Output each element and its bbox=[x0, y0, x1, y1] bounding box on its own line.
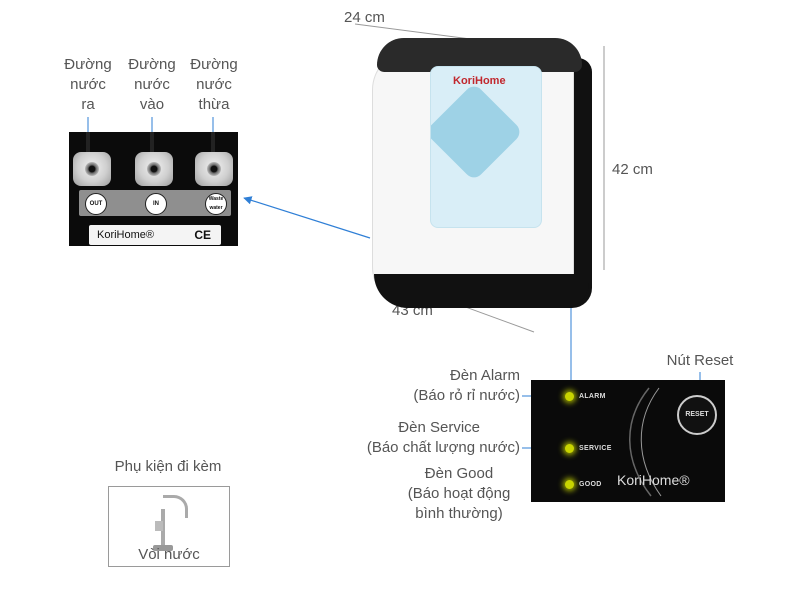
panel-swoosh bbox=[629, 387, 662, 497]
outlet-label: Đường nước ra bbox=[64, 56, 112, 113]
in-badge: IN bbox=[145, 193, 167, 215]
good-desc-line1: (Báo hoạt động bbox=[407, 485, 511, 502]
machine-front-label: KoriHome bbox=[430, 66, 542, 228]
inlet-port-icon bbox=[135, 152, 173, 186]
control-panel-photo: ALARM SERVICE GOOD RESET KoriHome® bbox=[531, 380, 725, 502]
waste-badge: Waste water bbox=[205, 193, 227, 215]
back-panel-pointer bbox=[243, 196, 371, 239]
faucet-spout-icon bbox=[163, 495, 188, 518]
reset-button[interactable]: RESET bbox=[677, 395, 717, 435]
alarm-panel-text: ALARM bbox=[579, 393, 606, 400]
back-logo-plate: KoriHome® CE bbox=[89, 225, 221, 245]
port-plate: OUT IN Waste water bbox=[79, 190, 231, 216]
faucet-handle-icon bbox=[155, 521, 163, 531]
alarm-title: Đèn Alarm bbox=[449, 367, 520, 384]
back-panel-photo: OUT IN Waste water KoriHome® CE bbox=[69, 132, 238, 246]
service-title: Đèn Service bbox=[398, 419, 480, 436]
inlet-tube bbox=[150, 132, 154, 154]
faucet-label: Vòi nước bbox=[138, 546, 200, 563]
alarm-desc: (Báo rỏ rỉ nước) bbox=[413, 387, 520, 404]
inlet-label: Đường nước vào bbox=[128, 56, 176, 113]
ce-mark: CE bbox=[194, 228, 211, 242]
good-led bbox=[565, 480, 574, 489]
service-desc: (Báo chất lượng nước) bbox=[366, 439, 520, 456]
service-panel-text: SERVICE bbox=[579, 445, 612, 452]
faucet-base-icon bbox=[153, 545, 173, 551]
machine-base bbox=[374, 274, 589, 308]
reset-label: Nút Reset bbox=[666, 352, 734, 369]
panel-brand-text: KoriHome® bbox=[617, 472, 690, 488]
good-title: Đèn Good bbox=[424, 465, 494, 482]
good-panel-text: GOOD bbox=[579, 481, 602, 488]
alarm-label: Đèn Alarm (Báo rỏ rỉ nước) bbox=[380, 366, 520, 406]
faucet-stem-icon bbox=[161, 509, 165, 549]
back-brand-text: KoriHome® bbox=[97, 229, 155, 241]
outlet-port-icon bbox=[73, 152, 111, 186]
service-led bbox=[565, 444, 574, 453]
good-desc-line2: bình thường) bbox=[415, 505, 503, 522]
accessory-title: Phụ kiện đi kèm bbox=[114, 458, 222, 475]
label-graphic bbox=[431, 82, 524, 182]
good-label: Đèn Good (Báo hoạt động bình thường) bbox=[394, 464, 524, 524]
height-label: 42 cm bbox=[612, 161, 653, 178]
waste-label: Đường nước thừa bbox=[190, 56, 238, 113]
alarm-led bbox=[565, 392, 574, 401]
accessory-box: Vòi nước bbox=[108, 486, 230, 567]
out-badge: OUT bbox=[85, 193, 107, 215]
machine-brand-text: KoriHome bbox=[453, 75, 506, 87]
waste-port-icon bbox=[195, 152, 233, 186]
water-purifier-machine: KoriHome bbox=[372, 38, 592, 310]
outlet-tube bbox=[86, 132, 90, 154]
width-label: 24 cm bbox=[344, 9, 385, 26]
waste-tube bbox=[211, 132, 215, 154]
service-label: Đèn Service (Báo chất lượng nước) bbox=[330, 418, 520, 458]
